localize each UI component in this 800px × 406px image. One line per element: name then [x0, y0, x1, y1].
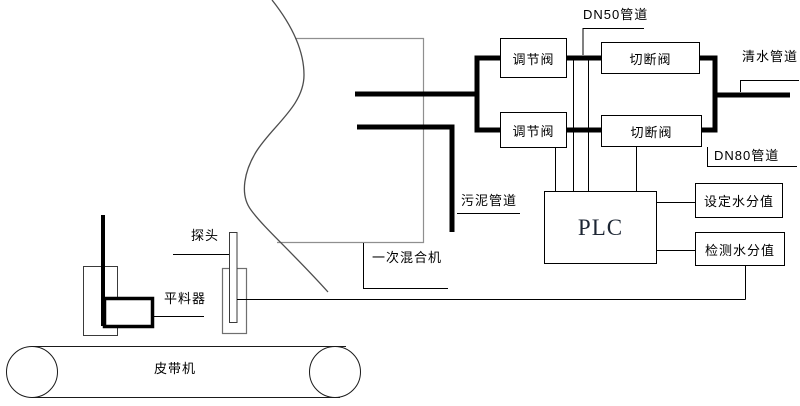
cutoff-valve-bottom-box: 切断阀 [601, 115, 702, 147]
dn50-pipe-label: DN50管道 [583, 7, 649, 22]
set-moisture-value-box: 设定水分值 [695, 183, 783, 218]
plc-box: PLC [544, 191, 657, 264]
mixer-callout-line [363, 243, 448, 289]
regulating-valve-bottom-box: 调节阀 [500, 112, 567, 148]
dn50-callout-line [582, 28, 644, 55]
belt-roller-right [309, 346, 361, 398]
belt-conveyor-label: 皮带机 [154, 361, 197, 376]
clean-water-pipe-label: 清水管道 [742, 49, 799, 64]
dn80-pipe-label: DN80管道 [714, 148, 780, 163]
cutoff-valve-top-box: 切断阀 [601, 42, 700, 74]
regulating-valve-top-box: 调节阀 [500, 38, 567, 78]
probe-inner-rod [229, 232, 238, 323]
leveler-box [102, 296, 155, 329]
primary-mixer-label: 一次混合机 [372, 250, 443, 265]
sludge-pipe-label: 污泥管道 [461, 193, 518, 208]
belt-roller-left [6, 346, 58, 398]
detected-moisture-value-box: 检测水分值 [695, 232, 785, 266]
mixer-outline [277, 37, 425, 244]
mixer-curve [243, 0, 329, 293]
probe-label: 探头 [191, 228, 220, 243]
clean-water-callout-line [740, 80, 799, 92]
leveler-label: 平料器 [164, 291, 207, 306]
dn80-callout-line [707, 147, 797, 167]
